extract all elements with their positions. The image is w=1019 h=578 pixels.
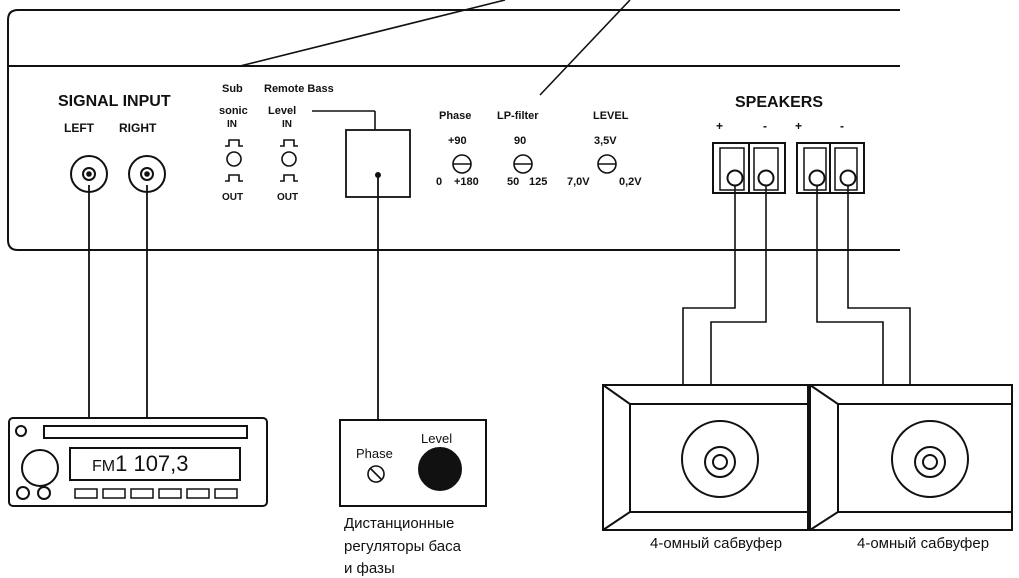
subwoofer-1 xyxy=(602,384,809,531)
remote-caption-line-3: и фазы xyxy=(344,560,395,577)
subwoofer-2-caption: 4-омный сабвуфер xyxy=(857,535,990,552)
subsonic-out-label: OUT xyxy=(222,192,244,203)
remote-caption-line-1: Дистанционные xyxy=(344,515,455,532)
wire-sub2-minus xyxy=(847,185,911,384)
level-left-value: 7,0V xyxy=(567,176,590,188)
right-label: RIGHT xyxy=(119,121,157,135)
lp-filter-knob xyxy=(513,154,533,174)
speakers-title: SPEAKERS xyxy=(735,94,824,111)
wire-sub1-plus xyxy=(682,185,736,384)
speaker-polarity-3: + xyxy=(795,119,803,133)
remote-phase-label: Phase xyxy=(356,446,393,461)
subwoofer-2 xyxy=(809,384,1013,531)
subsonic-switch xyxy=(225,139,243,182)
phase-right-value: +180 xyxy=(454,176,479,188)
remote-level-label: Level xyxy=(268,105,297,117)
radio-display-frequency: 1 107,3 xyxy=(115,451,189,476)
left-label: LEFT xyxy=(64,121,94,135)
level-knob xyxy=(597,154,617,174)
remote-caption-line-2: регуляторы баса xyxy=(344,538,461,555)
subsonic-label-bottom: sonic xyxy=(219,105,248,117)
signal-input-title: SIGNAL INPUT xyxy=(58,93,171,110)
lp-right-value: 125 xyxy=(529,176,548,188)
remote-phase-knob xyxy=(367,465,385,483)
amplifier-body xyxy=(7,9,900,251)
lp-filter-label: LP-filter xyxy=(497,110,539,122)
phase-label: Phase xyxy=(439,110,472,122)
speaker-polarity-2: - xyxy=(763,119,767,133)
level-top-value: 3,5V xyxy=(594,135,617,147)
level-knob-label: LEVEL xyxy=(593,110,629,122)
remote-level-label-text: Level xyxy=(421,431,453,446)
level-right-value: 0,2V xyxy=(619,176,642,188)
subwoofer-1-caption: 4-омный сабвуфер xyxy=(650,535,783,552)
lp-top-value: 90 xyxy=(514,135,527,147)
pointer-line-subsonic xyxy=(239,0,506,67)
remote-level-switch xyxy=(280,139,298,182)
pointer-line-lpfilter xyxy=(539,0,631,96)
radio-display-band: FM xyxy=(92,458,116,475)
speaker-terminal-block-2 xyxy=(796,142,865,194)
remote-in-label: IN xyxy=(282,119,292,130)
radio-display-text: FM1 107,3 xyxy=(92,453,189,475)
remote-bass-label: Remote Bass xyxy=(264,83,334,95)
subsonic-label-top: Sub xyxy=(222,83,243,95)
subsonic-in-label: IN xyxy=(227,119,237,130)
speaker-polarity-4: - xyxy=(840,119,844,133)
lp-left-value: 50 xyxy=(507,176,520,188)
head-unit-radio xyxy=(8,417,268,507)
remote-control-unit xyxy=(339,419,487,507)
phase-top-value: +90 xyxy=(448,135,467,147)
phase-knob xyxy=(452,154,472,174)
wire-sub2-plus xyxy=(816,185,884,384)
speaker-terminal-block-1 xyxy=(712,142,786,194)
wire-sub1-minus xyxy=(710,185,767,384)
remote-out-label: OUT xyxy=(277,192,299,203)
speaker-polarity-1: + xyxy=(716,119,724,133)
phase-left-value: 0 xyxy=(436,176,443,188)
remote-level-knob xyxy=(418,447,462,491)
